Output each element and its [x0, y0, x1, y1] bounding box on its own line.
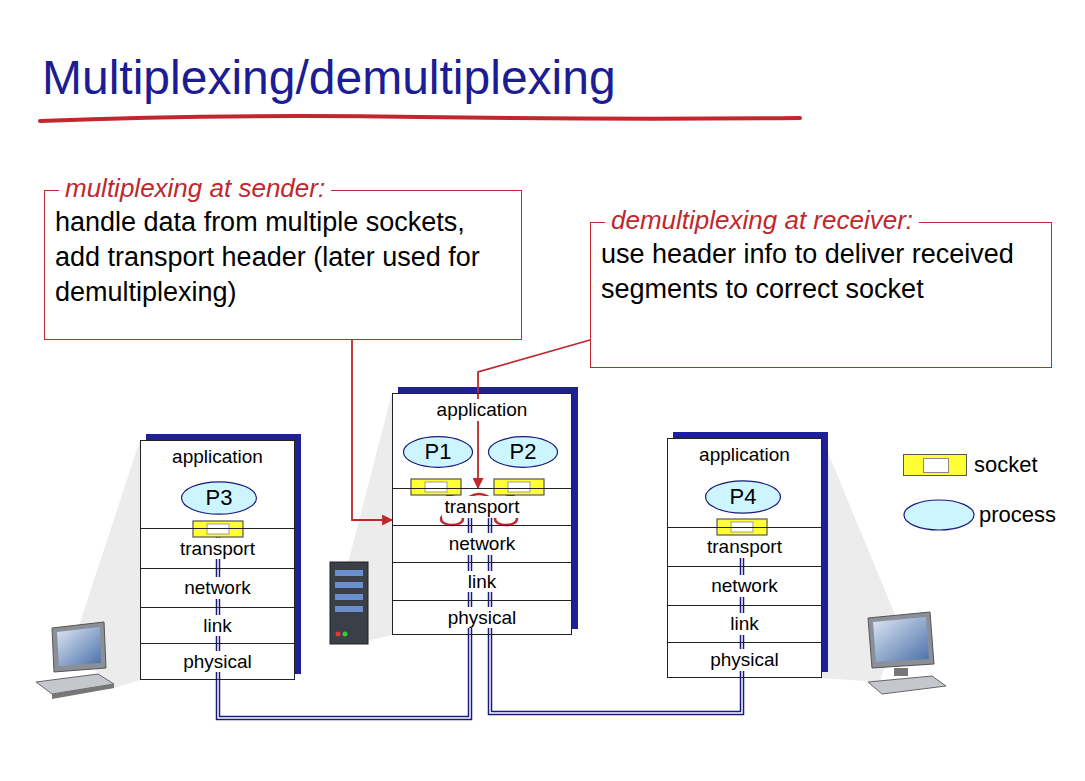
layer-box: network	[140, 568, 295, 608]
leader-arrow	[352, 340, 392, 520]
callout-box: demultiplexing at receiver:use header in…	[590, 222, 1052, 368]
layer-box: network	[392, 525, 572, 563]
callout-body: handle data from multiple sockets, add t…	[45, 191, 521, 310]
layer-box: link	[392, 562, 572, 601]
layer-label: network	[446, 533, 519, 555]
socket-window	[923, 458, 949, 473]
layer-box: physical	[392, 600, 572, 635]
legend-ellipse	[904, 500, 974, 530]
layer-label: transport	[442, 496, 523, 518]
link-wire	[490, 635, 742, 713]
process-ellipse-shape	[182, 482, 257, 514]
server-icon	[330, 562, 368, 644]
layer-label: physical	[180, 651, 255, 673]
callout-heading: demultiplexing at receiver:	[605, 205, 919, 236]
layer-label: network	[708, 575, 781, 597]
slide-title: Multiplexing/demultiplexing	[42, 50, 616, 105]
layer-label: application	[169, 446, 266, 468]
legend-process-sample	[903, 499, 975, 531]
layer-box: applicationP1 P2	[392, 393, 572, 489]
leader-line	[352, 340, 392, 520]
layer-box: applicationP3	[140, 440, 295, 529]
layer-box: transport	[140, 528, 295, 569]
process-ellipse: P4	[704, 479, 782, 515]
perspective-fans	[75, 393, 898, 690]
process-ellipse-shape	[488, 437, 557, 468]
layer-label: link	[200, 615, 235, 637]
stack-grounds	[140, 393, 822, 680]
layer-box: applicationP4	[667, 438, 822, 528]
callout-body: use header info to deliver received segm…	[591, 223, 1051, 307]
process-label: P4	[730, 485, 757, 509]
layer-box: physical	[667, 642, 822, 678]
stack-wires	[218, 494, 742, 680]
process-label: P3	[206, 486, 233, 510]
layer-box: transport	[667, 527, 822, 567]
legend-label: process	[979, 503, 1056, 527]
layer-box: link	[667, 605, 822, 643]
layer-box: transport	[392, 488, 572, 526]
process-label: P2	[510, 440, 537, 464]
laptop-icon	[36, 622, 114, 699]
layer-label: application	[434, 399, 531, 421]
wire-inner	[218, 635, 470, 718]
wire-inner	[490, 635, 742, 713]
title-underline	[40, 116, 800, 121]
layer-label: link	[727, 613, 762, 635]
layer-box: physical	[140, 643, 295, 680]
layer-label: transport	[704, 536, 785, 558]
process-label: P1	[425, 440, 452, 464]
callout-box: multiplexing at sender:handle data from …	[44, 190, 522, 340]
process-ellipse: P3	[180, 480, 258, 516]
callout-heading: multiplexing at sender:	[59, 173, 331, 204]
process-ellipse-shape	[706, 481, 781, 513]
layer-label: transport	[177, 538, 258, 560]
layer-box: network	[667, 566, 822, 606]
layer-label: link	[465, 571, 500, 593]
layer-label: application	[696, 444, 793, 466]
process-ellipse: P2	[487, 435, 559, 469]
process-ellipse: P1	[402, 435, 474, 469]
legend-label: socket	[974, 453, 1038, 477]
layer-label: network	[181, 577, 254, 599]
wire-outer	[490, 635, 742, 713]
layer-label: physical	[445, 607, 520, 629]
link-wire	[218, 635, 470, 718]
legend-swatch	[903, 454, 967, 476]
layer-box: link	[140, 607, 295, 644]
process-ellipse-shape	[403, 437, 472, 468]
wire-outer	[218, 635, 470, 718]
desktop-icon	[868, 612, 946, 694]
layer-label: physical	[707, 649, 782, 671]
